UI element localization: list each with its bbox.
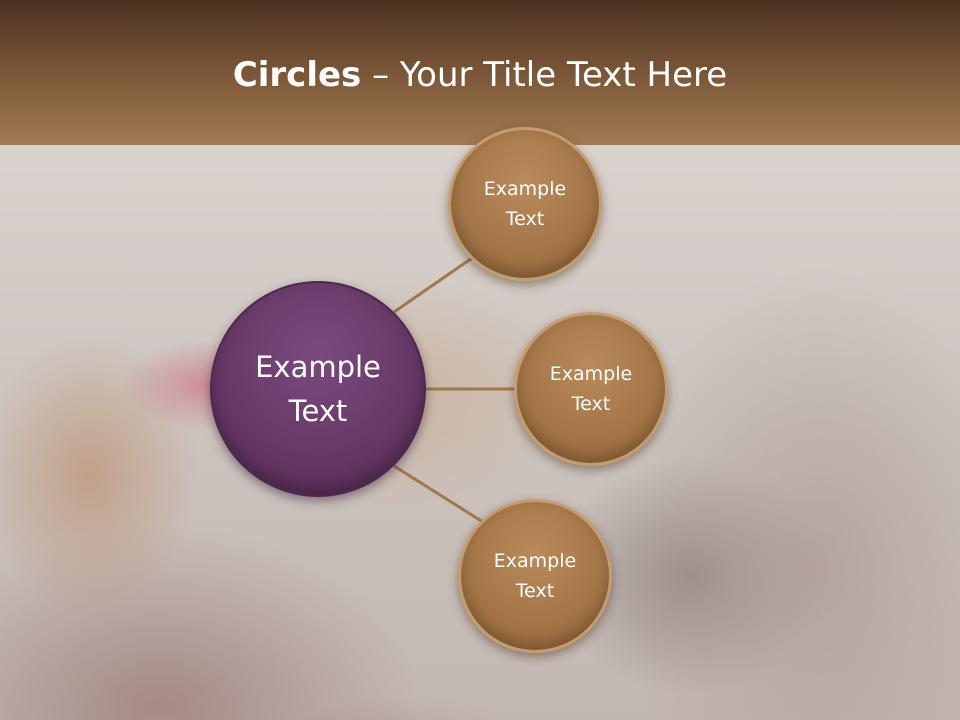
node-circle-2[interactable]: Example Text <box>514 312 668 466</box>
title-bar: Circles – Your Title Text Here <box>0 0 960 145</box>
node-circle-3[interactable]: Example Text <box>458 499 612 653</box>
slide-title-bold: Circles <box>232 55 362 95</box>
slide-title-rest: – Your Title Text Here <box>361 55 728 95</box>
node-circle-1-label: Example Text <box>483 178 567 230</box>
center-circle[interactable]: Example Text <box>210 281 426 497</box>
node-circle-2-label: Example Text <box>549 363 633 415</box>
connector-line-1 <box>393 254 476 314</box>
center-circle-label: Example Text <box>255 350 381 428</box>
slide-title[interactable]: Circles – Your Title Text Here <box>0 52 960 98</box>
connector-line-3 <box>393 464 484 524</box>
node-circle-1[interactable]: Example Text <box>448 127 602 281</box>
node-circle-3-label: Example Text <box>493 550 577 602</box>
